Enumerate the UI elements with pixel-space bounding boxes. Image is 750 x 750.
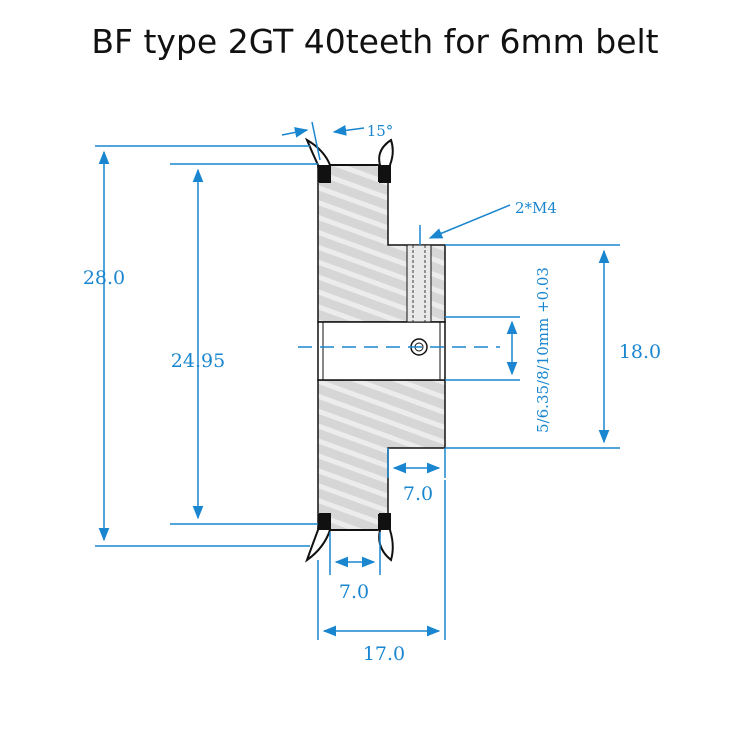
flange-angle-label: 15° — [367, 122, 394, 140]
pulley-body — [304, 137, 446, 563]
tooth-width-label: 7.0 — [339, 581, 369, 603]
dimension-lines — [95, 121, 620, 640]
set-screw-hole — [406, 244, 432, 356]
total-length-label: 17.0 — [363, 643, 405, 665]
bottom-flanges — [304, 513, 394, 563]
pitch-diameter-label: 24.95 — [171, 350, 225, 372]
bore-label: 5/6.35/8/10mm +0.03 — [534, 267, 552, 433]
hub-diameter-label: 18.0 — [619, 341, 661, 363]
outer-diameter-label: 28.0 — [83, 267, 125, 289]
hub-length-label: 7.0 — [403, 483, 433, 505]
page-title: BF type 2GT 40teeth for 6mm belt — [91, 22, 659, 61]
lower-tooth-section — [317, 379, 446, 531]
set-screw-label: 2*M4 — [515, 199, 557, 217]
